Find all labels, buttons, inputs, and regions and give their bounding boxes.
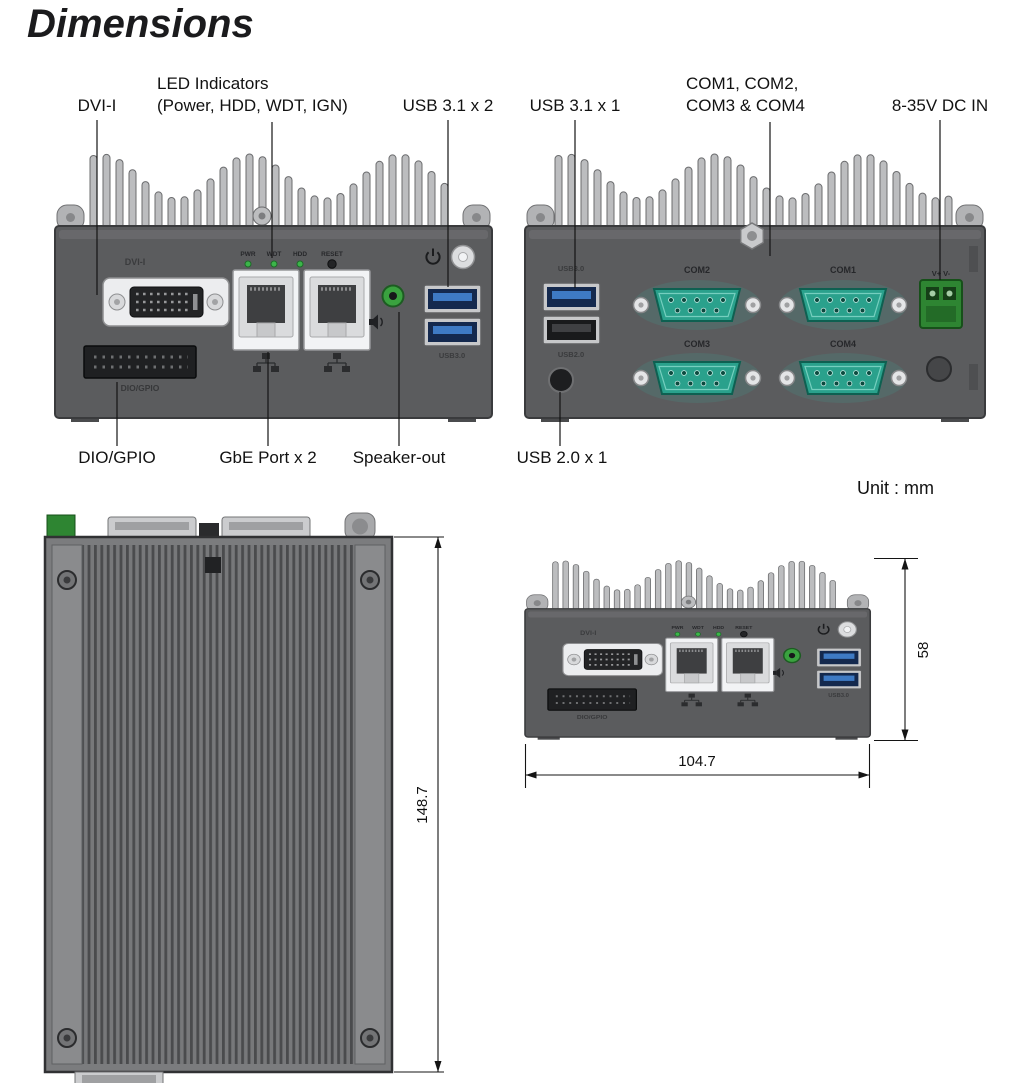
hole-plug — [926, 356, 952, 382]
dim-arrow — [901, 558, 909, 570]
dimension-height: 58 — [874, 557, 932, 742]
dc-terminal-label: V+ V- — [932, 269, 951, 278]
callout-led-indicators: LED Indicators (Power, HDD, WDT, IGN) — [157, 73, 348, 117]
top-view-drawing: 148.7 — [43, 512, 444, 1083]
callout-com-line2: COM3 & COM4 — [686, 96, 806, 115]
front-view-large — [55, 154, 492, 422]
rail-right — [354, 544, 386, 1065]
front-view-small — [525, 561, 870, 740]
usb3-panel-label: USB3.0 — [558, 264, 584, 273]
bracket-slot — [969, 364, 978, 390]
heatsink-fins-top — [82, 545, 355, 1064]
callout-com-ports: COM1, COM2, COM3 & COM4 — [686, 73, 805, 117]
com1-label: COM1 — [830, 265, 856, 275]
com3-label: COM3 — [684, 339, 710, 349]
dimension-width: 104.7 — [524, 744, 871, 788]
rail-left — [51, 544, 83, 1065]
dc-in-terminal — [919, 279, 963, 329]
dim-arrow — [434, 537, 442, 548]
com1-port — [778, 279, 908, 331]
callout-dc-in: 8-35V DC IN — [891, 96, 989, 115]
dimension-width-value: 104.7 — [678, 753, 716, 770]
callout-led-line2: (Power, HDD, WDT, IGN) — [157, 96, 348, 115]
screw — [360, 570, 380, 590]
hex-nut — [739, 222, 765, 250]
screw — [57, 1028, 77, 1048]
com2-port — [632, 279, 762, 331]
dimension-height-value: 58 — [915, 642, 932, 659]
callout-usb20x1: USB 2.0 x 1 — [516, 448, 608, 467]
dimension-depth — [394, 536, 444, 1073]
com4-port — [778, 352, 908, 404]
callout-usb31x1: USB 3.1 x 1 — [529, 96, 621, 115]
dim-arrow — [858, 771, 870, 779]
dim-arrow — [901, 729, 909, 741]
dimension-depth-value: 148.7 — [414, 786, 431, 824]
dim-arrow — [434, 1061, 442, 1072]
dim-arrow — [525, 771, 537, 779]
screw — [57, 570, 77, 590]
callout-dvi: DVI-I — [77, 96, 117, 115]
dvi-connector-top — [74, 1071, 164, 1083]
callout-led-line1: LED Indicators — [157, 74, 269, 93]
dim-lines — [524, 744, 871, 788]
rear-view-drawing: USB3.0 USB2.0 COM2 COM1 COM3 COM4 V+ V- — [524, 153, 986, 422]
com4-label: COM4 — [830, 339, 856, 349]
bracket-slot — [969, 246, 978, 272]
connector-slot — [229, 522, 303, 530]
screw — [360, 1028, 380, 1048]
usb2-panel-label: USB2.0 — [558, 350, 584, 359]
antenna-hole — [548, 367, 574, 393]
mounting-lug-left — [526, 204, 555, 231]
connector-slot — [115, 522, 189, 530]
mounting-lug-right — [955, 204, 984, 231]
callout-com-line1: COM1, COM2, — [686, 74, 799, 93]
barrel-top — [344, 512, 376, 541]
leader-lines — [96, 120, 941, 446]
usb31-rear-port — [542, 282, 601, 312]
unit-label: Unit : mm — [857, 478, 935, 498]
callout-gbe-port: GbE Port x 2 — [219, 448, 317, 467]
page-title: Dimensions — [27, 2, 254, 46]
usb20-rear-port — [542, 315, 601, 345]
com2-label: COM2 — [684, 265, 710, 275]
callout-speaker-out: Speaker-out — [352, 448, 446, 467]
com3-port — [632, 352, 762, 404]
heatsink-fins — [554, 153, 953, 229]
callout-usb31x2: USB 3.1 x 2 — [402, 96, 494, 115]
component-top — [205, 557, 221, 573]
dim-lines — [874, 557, 918, 742]
callout-dio-gpio: DIO/GPIO — [78, 448, 156, 467]
